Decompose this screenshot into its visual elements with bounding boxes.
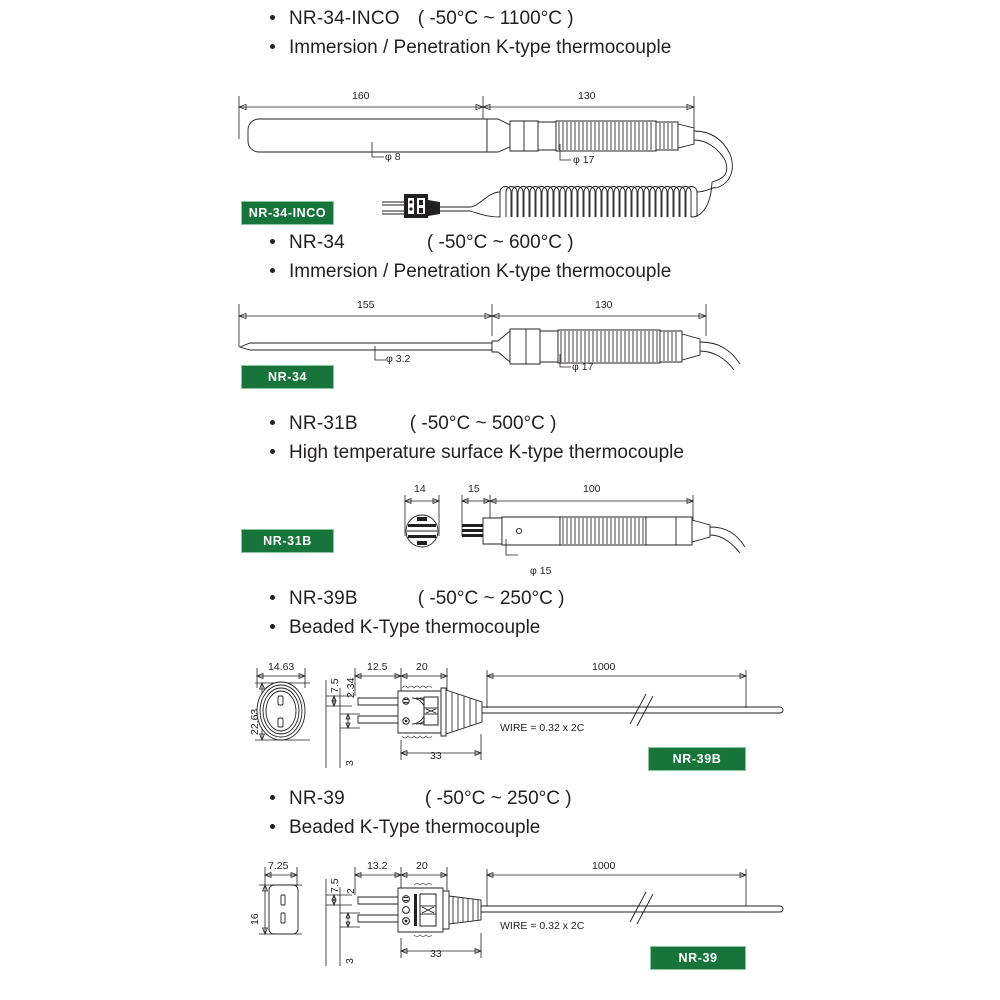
product-temp-range: ( -50°C ~ 600°C ) [426, 232, 574, 253]
bullet-model-line: NR-34-INCO ( -50°C ~ 1100°C ) [270, 8, 671, 30]
product-model: NR-39B [289, 588, 358, 609]
bullet-model-line: NR-39 ( -50°C ~ 250°C ) [270, 788, 572, 810]
bullet-description-line: Immersion / Penetration K-type thermocou… [270, 261, 671, 283]
dim-dia-probe: φ 3.2 [386, 353, 411, 365]
bullet-dot-icon [270, 44, 275, 49]
bullet-model-line: NR-31B ( -50°C ~ 500°C ) [270, 413, 684, 435]
product-model: NR-39 [289, 788, 345, 809]
dim-head-width: 14 [414, 483, 426, 495]
product-section-nr-39b: NR-39B ( -50°C ~ 250°C ) Beaded K-Type t… [0, 588, 1000, 783]
dim-wire-length: 1000 [592, 860, 616, 872]
bullet-dot-icon [270, 824, 275, 829]
bullet-description-line: Beaded K-Type thermocouple [270, 817, 572, 839]
bullet-dot-icon [270, 239, 275, 244]
dim-pin-length: 12.5 [367, 661, 388, 673]
bullet-description-line: Beaded K-Type thermocouple [270, 617, 564, 639]
dim-face-width: 7.25 [268, 860, 289, 872]
product-section-nr-31b: NR-31B ( -50°C ~ 500°C ) High temperatur… [0, 413, 1000, 578]
dim-dia-probe: φ 8 [385, 151, 401, 163]
bullet-dot-icon [270, 449, 275, 454]
bullet-description-line: Immersion / Penetration K-type thermocou… [270, 37, 671, 59]
product-temp-range: ( -50°C ~ 1100°C ) [417, 8, 574, 29]
bullet-model-line: NR-34 ( -50°C ~ 600°C ) [270, 232, 671, 254]
product-description: Immersion / Penetration K-type thermocou… [289, 37, 672, 58]
product-description: Beaded K-Type thermocouple [289, 817, 541, 838]
product-temp-range: ( -50°C ~ 250°C ) [424, 788, 572, 809]
product-temp-range: ( -50°C ~ 500°C ) [409, 413, 557, 434]
drawing-nr-39 [259, 867, 784, 966]
bullet-dot-icon [270, 795, 275, 800]
product-badge-nr-31b: NR-31B [241, 529, 334, 553]
dim-tip-length: 15 [468, 483, 480, 495]
product-section-nr-34: NR-34 ( -50°C ~ 600°C ) Immersion / Pene… [0, 232, 1000, 392]
dim-plug-length: 20 [416, 860, 428, 872]
product-badge-nr-39: NR-39 [650, 946, 746, 970]
dim-length-handle: 130 [578, 90, 596, 102]
drawing-nr-31b [403, 495, 746, 556]
bullet-description-line: High temperature surface K-type thermoco… [270, 442, 684, 464]
wire-spec-label: WIRE = 0.32 x 2C [500, 722, 585, 734]
dim-plug-total: 33 [430, 750, 442, 762]
product-bullets: NR-39B ( -50°C ~ 250°C ) Beaded K-Type t… [270, 588, 564, 646]
product-description: High temperature surface K-type thermoco… [289, 442, 684, 463]
product-description: Immersion / Penetration K-type thermocou… [289, 261, 672, 282]
drawing-nr-34-inco [237, 96, 733, 218]
dim-dia-handle: φ 17 [572, 361, 594, 373]
bullet-model-line: NR-39B ( -50°C ~ 250°C ) [270, 588, 564, 610]
bullet-dot-icon [270, 595, 275, 600]
dim-length-handle: 130 [595, 299, 613, 311]
product-section-nr-39: NR-39 ( -50°C ~ 250°C ) Beaded K-Type th… [0, 788, 1000, 983]
dim-face-width: 14.63 [268, 661, 295, 673]
dim-plug-length: 20 [416, 661, 428, 673]
bullet-dot-icon [270, 15, 275, 20]
product-model: NR-34 [289, 232, 345, 253]
dim-wire-length: 1000 [592, 661, 616, 673]
bullet-dot-icon [270, 268, 275, 273]
product-bullets: NR-34-INCO ( -50°C ~ 1100°C ) Immersion … [270, 8, 671, 66]
product-bullets: NR-31B ( -50°C ~ 500°C ) High temperatur… [270, 413, 684, 471]
product-badge-nr-34-inco: NR-34-INCO [241, 201, 334, 225]
product-bullets: NR-39 ( -50°C ~ 250°C ) Beaded K-Type th… [270, 788, 572, 846]
bullet-dot-icon [270, 420, 275, 425]
product-badge-nr-34: NR-34 [241, 365, 334, 389]
product-bullets: NR-34 ( -50°C ~ 600°C ) Immersion / Pene… [270, 232, 671, 290]
drawing-nr-39b [255, 668, 784, 768]
product-section-nr-34-inco: NR-34-INCO ( -50°C ~ 1100°C ) Immersion … [0, 8, 1000, 225]
product-description: Beaded K-Type thermocouple [289, 617, 541, 638]
dim-body-length: 100 [583, 483, 601, 495]
product-temp-range: ( -50°C ~ 250°C ) [417, 588, 565, 609]
dim-length-probe: 155 [357, 299, 375, 311]
dim-dia-body: φ 15 [530, 565, 552, 577]
drawing-nr-34 [237, 304, 741, 371]
wire-spec-label: WIRE = 0.32 x 2C [500, 920, 585, 932]
dim-dia-handle: φ 17 [573, 154, 595, 166]
product-badge-nr-39b: NR-39B [648, 747, 746, 771]
dim-pin-length: 13.2 [367, 860, 388, 872]
bullet-dot-icon [270, 624, 275, 629]
product-model: NR-31B [289, 413, 358, 434]
product-model: NR-34-INCO [289, 8, 400, 29]
dim-length-probe: 160 [352, 90, 370, 102]
dim-plug-total: 33 [430, 948, 442, 960]
